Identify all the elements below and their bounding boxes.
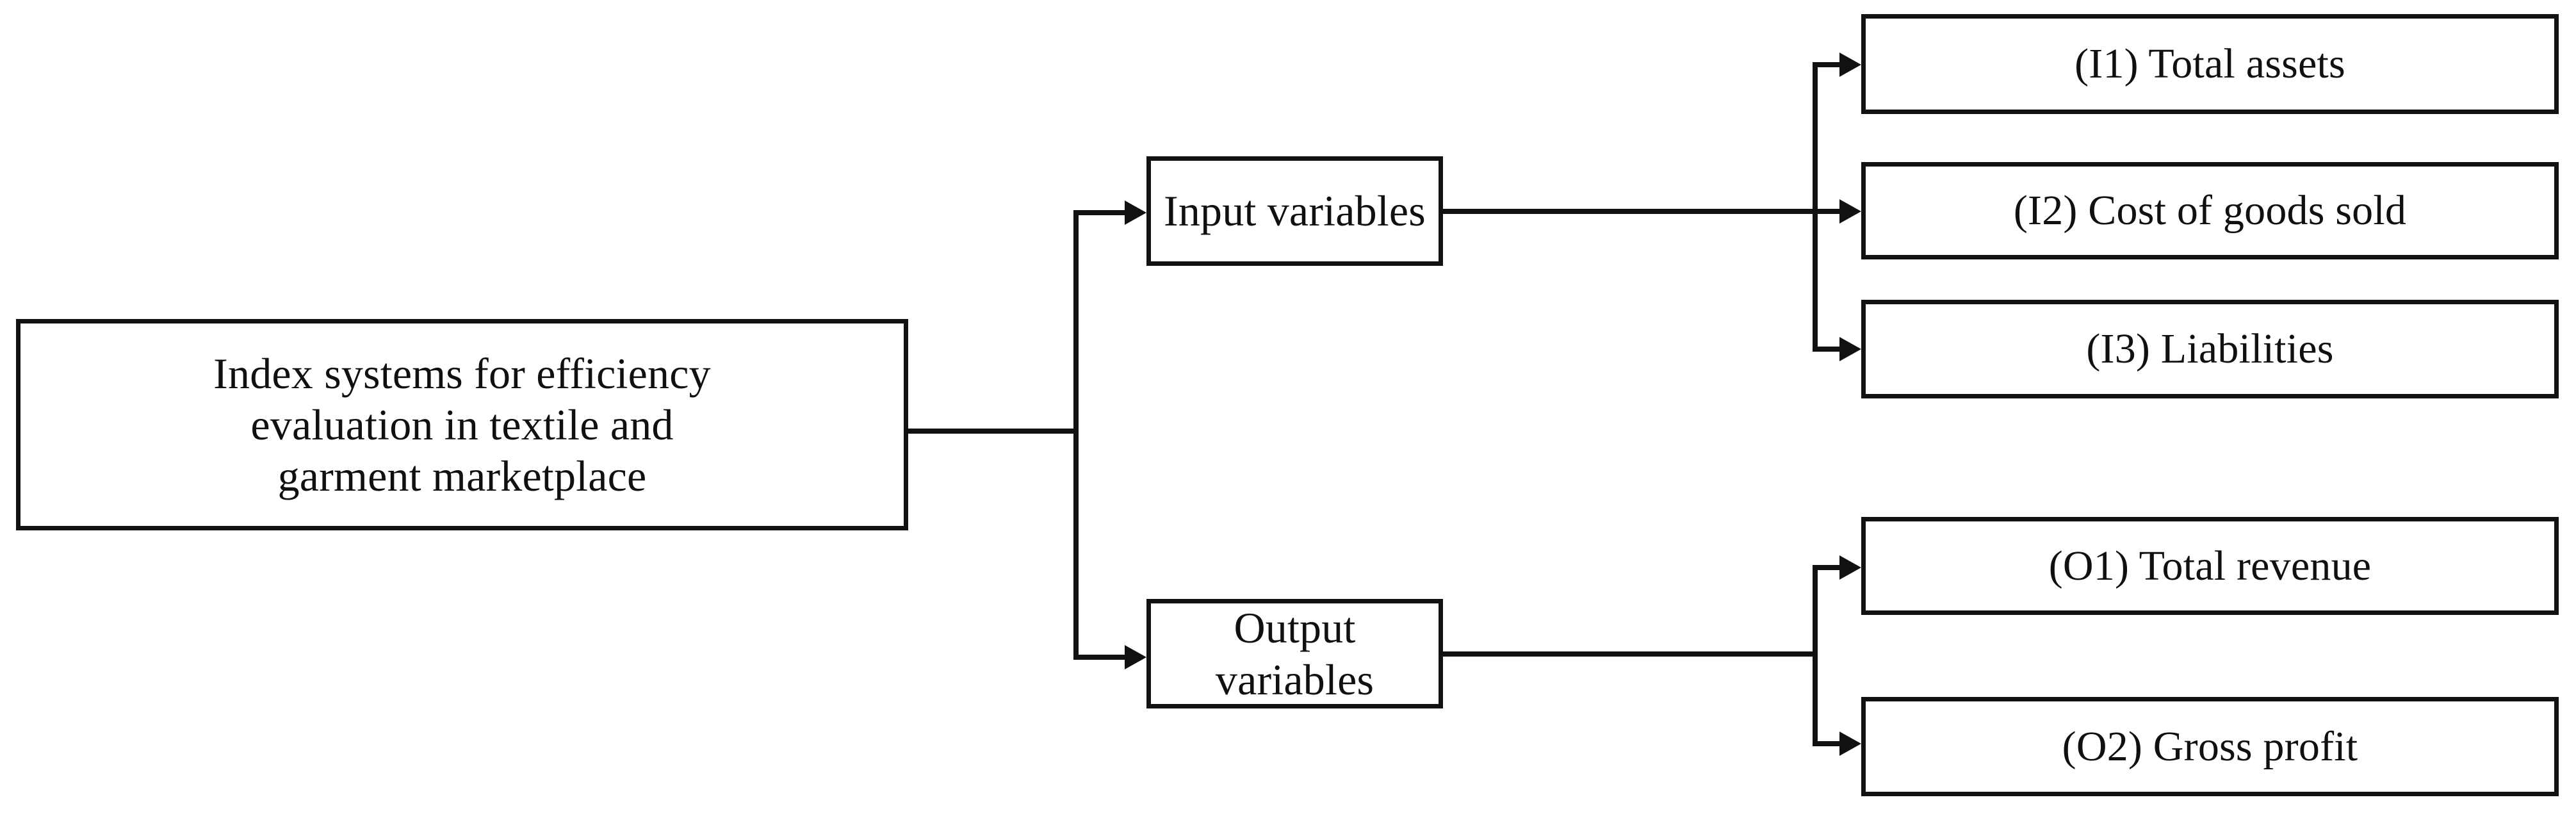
arrowhead-to-i2 (1839, 199, 1861, 224)
connector-trunk-to-o1 (1813, 565, 1841, 570)
connector-trunk-to-i3 (1813, 347, 1841, 352)
arrowhead-to-o1 (1839, 555, 1861, 580)
node-input-group-label: Input variables (1164, 186, 1426, 236)
node-root: Index systems for efficiency evaluation … (16, 319, 908, 530)
connector-trunk-to-i1 (1813, 62, 1841, 67)
connector-trunk-to-output-group (1073, 655, 1126, 660)
connector-trunk-to-i2 (1813, 209, 1841, 214)
node-output-group: Output variables (1146, 599, 1443, 708)
arrowhead-to-i1 (1839, 53, 1861, 77)
node-i1-label: (I1) Total assets (2075, 40, 2345, 88)
arrowhead-to-output-group (1125, 645, 1146, 669)
node-o2-gross-profit: (O2) Gross profit (1861, 697, 2559, 796)
connector-trunk-to-o2 (1813, 741, 1841, 746)
node-i3-label: (I3) Liabilities (2086, 325, 2334, 373)
connector-output-vertical-trunk (1813, 565, 1818, 746)
arrowhead-to-i3 (1839, 337, 1861, 361)
connector-input-vertical-trunk (1813, 62, 1818, 352)
node-i1-total-assets: (I1) Total assets (1861, 14, 2559, 114)
node-input-group: Input variables (1146, 156, 1443, 266)
connector-trunk-to-input-group (1073, 210, 1126, 215)
node-o2-label: (O2) Gross profit (2062, 723, 2358, 770)
node-i2-label: (I2) Cost of goods sold (2013, 187, 2407, 234)
connector-output-group-to-trunk (1443, 651, 1818, 657)
node-o1-total-revenue: (O1) Total revenue (1861, 517, 2559, 615)
node-root-label: Index systems for efficiency evaluation … (213, 348, 711, 501)
connector-main-vertical-trunk (1073, 210, 1079, 660)
connector-root-to-trunk (908, 429, 1079, 434)
node-o1-label: (O1) Total revenue (2048, 542, 2372, 589)
node-i3-liabilities: (I3) Liabilities (1861, 300, 2559, 398)
arrowhead-to-input-group (1125, 200, 1146, 225)
connector-input-group-to-trunk (1443, 209, 1818, 214)
arrowhead-to-o2 (1839, 732, 1861, 756)
node-i2-cost-of-goods-sold: (I2) Cost of goods sold (1861, 162, 2559, 259)
node-output-group-label: Output variables (1215, 603, 1374, 704)
